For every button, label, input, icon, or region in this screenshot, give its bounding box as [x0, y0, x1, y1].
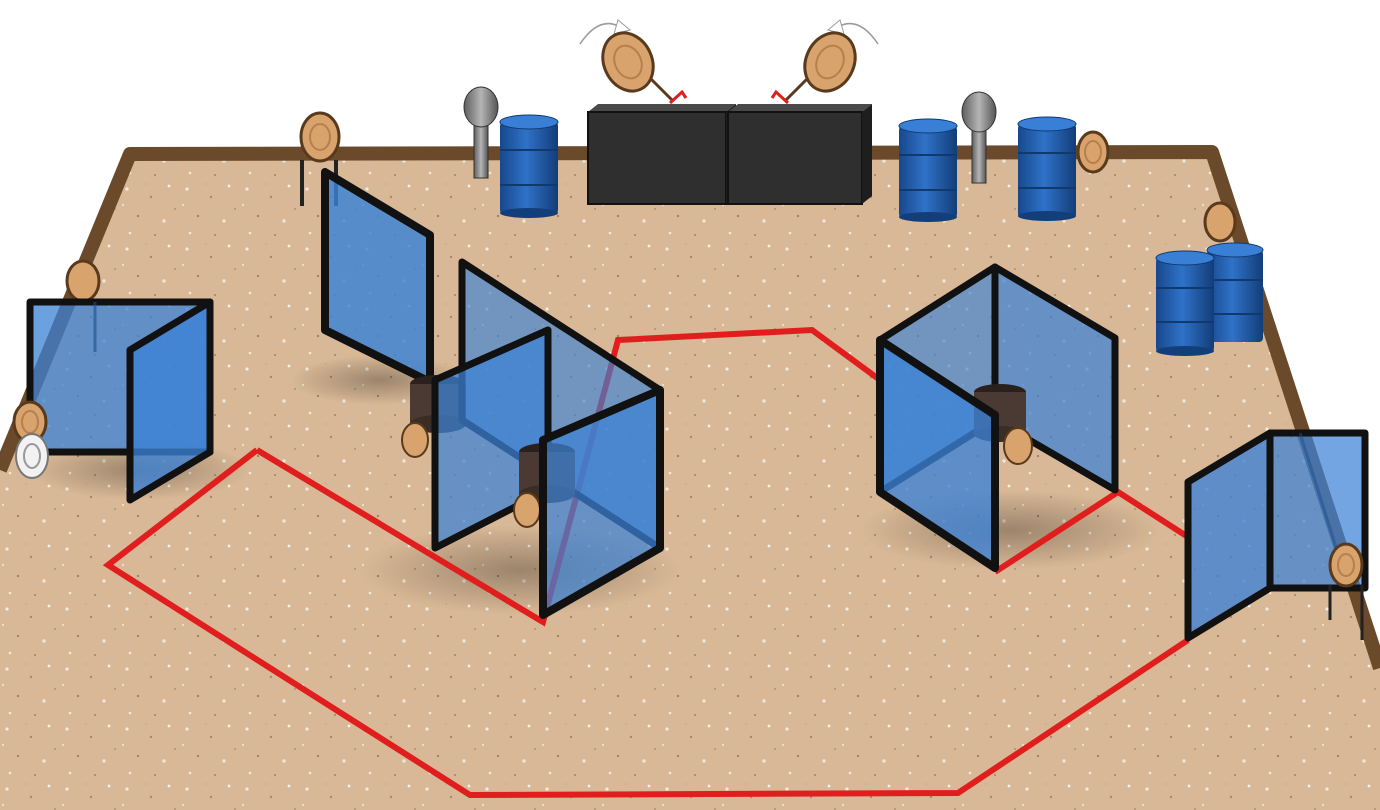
shooting-table [728, 104, 872, 204]
cardboard-target-icon [772, 25, 864, 103]
shooting-table [588, 104, 736, 204]
cardboard-target-icon [67, 261, 99, 301]
oil-barrel-icon [1018, 117, 1076, 221]
oil-barrel-icon [899, 119, 957, 222]
oil-barrel-icon [1156, 251, 1214, 356]
cardboard-target-icon [594, 25, 686, 103]
cardboard-target-icon [1205, 203, 1235, 241]
no-shoot-target-icon [16, 434, 48, 478]
cardboard-target-icon [1078, 132, 1108, 172]
oil-barrel-icon [500, 115, 558, 218]
oil-barrel-icon [1207, 243, 1263, 342]
